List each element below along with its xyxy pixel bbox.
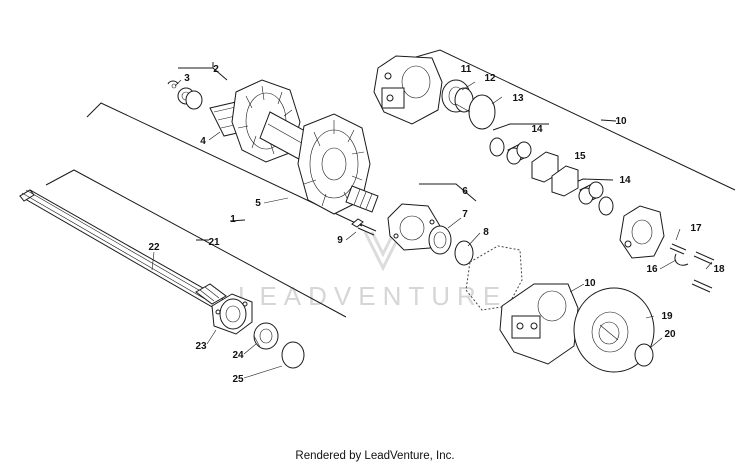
gasket (465, 245, 523, 311)
o-ring-14a (489, 137, 505, 157)
seal-group-2 (167, 80, 203, 110)
housing-upper-10 (373, 55, 443, 125)
callout-2: 2 (213, 64, 219, 75)
callout-7: 7 (462, 209, 468, 220)
caliper-16 (619, 205, 665, 259)
seal-7 (428, 225, 452, 255)
snap-ring-25 (281, 341, 305, 369)
callout-22: 22 (148, 242, 160, 253)
sleeve-14b (578, 181, 604, 205)
callout-5: 5 (255, 198, 261, 209)
callout-18: 18 (713, 264, 725, 275)
shaft-22 (19, 189, 227, 309)
bolt-9 (351, 218, 377, 236)
caliper-housing-lower-10 (499, 283, 579, 365)
pins-18 (691, 251, 715, 293)
callout-23: 23 (195, 341, 207, 352)
ring-8 (454, 240, 474, 266)
footer-credit: Rendered by LeadVenture, Inc. (295, 450, 455, 462)
callout-17: 17 (690, 223, 702, 234)
clip-17 (669, 243, 687, 255)
callout-15: 15 (574, 151, 586, 162)
leader-lines (151, 79, 713, 379)
snap-ring-20 (634, 343, 654, 367)
callout-16: 16 (646, 264, 658, 275)
watermark: LEADVENTURE (238, 231, 507, 311)
callout-10-upper: 10 (615, 116, 627, 127)
callout-8: 8 (483, 227, 489, 238)
callout-14a: 14 (531, 124, 543, 135)
callout-11: 11 (461, 64, 472, 75)
brake-disc-19 (573, 287, 655, 373)
callout-1: 1 (230, 214, 236, 225)
group-brackets (45, 49, 736, 318)
ring-13 (468, 94, 496, 130)
callout-21: 21 (208, 237, 220, 248)
drive-sprocket-assembly (209, 79, 379, 215)
callouts: 1 2 3 4 5 6 7 8 9 10 10 11 12 13 14 14 1… (148, 64, 725, 385)
bearing-housing-23 (211, 293, 253, 335)
sleeve-14a (506, 141, 532, 165)
callout-6: 6 (462, 186, 468, 197)
callout-3: 3 (184, 73, 190, 84)
callout-12: 12 (484, 73, 496, 84)
callout-14b: 14 (619, 175, 631, 186)
spring-16 (674, 253, 689, 266)
bearing-24 (253, 322, 279, 350)
callout-20: 20 (664, 329, 676, 340)
callout-4: 4 (200, 136, 206, 147)
watermark-text: LEADVENTURE (238, 281, 507, 311)
callout-13: 13 (512, 93, 524, 104)
callout-10-lower: 10 (584, 278, 596, 289)
callout-24: 24 (232, 350, 244, 361)
callout-25: 25 (232, 374, 244, 385)
o-ring-14b (598, 196, 614, 216)
brake-pads-15 (531, 151, 579, 197)
callout-9: 9 (337, 235, 343, 246)
watermark-logo-icon (363, 231, 403, 272)
callout-19: 19 (661, 311, 673, 322)
